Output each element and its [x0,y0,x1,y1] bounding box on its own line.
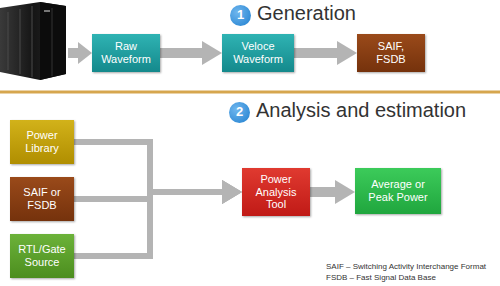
result-box: Average or Peak Power [355,168,441,214]
process-box: Raw Waveform [92,34,160,72]
input-box: SAIF or FSDB [10,177,74,221]
node-text: 1 [237,8,244,23]
node-text-group: Raw Waveform [97,40,155,65]
node-text-group: RTL/Gate Source [15,243,69,268]
node-text: SAIF or FSDB [15,186,69,211]
node-text-group: 1 [237,8,244,23]
node-text: RTL/Gate Source [15,243,69,268]
node-text: Average or Peak Power [360,178,436,203]
node-text: 2 [236,105,243,120]
input-box: RTL/Gate Source [10,234,74,278]
footnote: FSDB – Fast Signal Data Base [326,273,436,282]
node-text-group: SAIF, FSDB [362,40,420,65]
section-heading: Generation [257,2,356,25]
node-text: Raw Waveform [97,40,155,65]
step-number: 1 [230,5,251,26]
node-text: Veloce Waveform [227,40,289,65]
section-heading: Analysis and estimation [256,99,466,122]
node-text-group: Power Library [15,129,69,154]
flow-arrow [160,48,206,58]
tool-box: Power Analysis Tool [242,168,310,216]
emulator-cabinet [0,2,66,80]
flow-arrow [74,192,226,256]
node-text-group: Veloce Waveform [227,40,289,65]
step-number: 2 [229,102,250,123]
footnote: SAIF – Switching Activity Interchange Fo… [326,262,486,271]
flow-arrow [294,48,341,58]
input-box: Power Library [10,120,74,164]
node-text-group: Average or Peak Power [360,178,436,203]
server-arrow-head [78,42,92,64]
node-text: Power Library [15,129,69,154]
flow-arrow [74,142,226,192]
section-divider [0,91,500,94]
flow-arrow [310,187,339,197]
process-box: Veloce Waveform [222,34,294,72]
node-text-group: Power Analysis Tool [247,173,305,211]
node-text-group: 2 [236,105,243,120]
node-text: Power Analysis Tool [247,173,305,211]
node-text-group: SAIF or FSDB [15,186,69,211]
output-box: SAIF, FSDB [357,34,425,72]
node-text: SAIF, FSDB [362,40,420,65]
